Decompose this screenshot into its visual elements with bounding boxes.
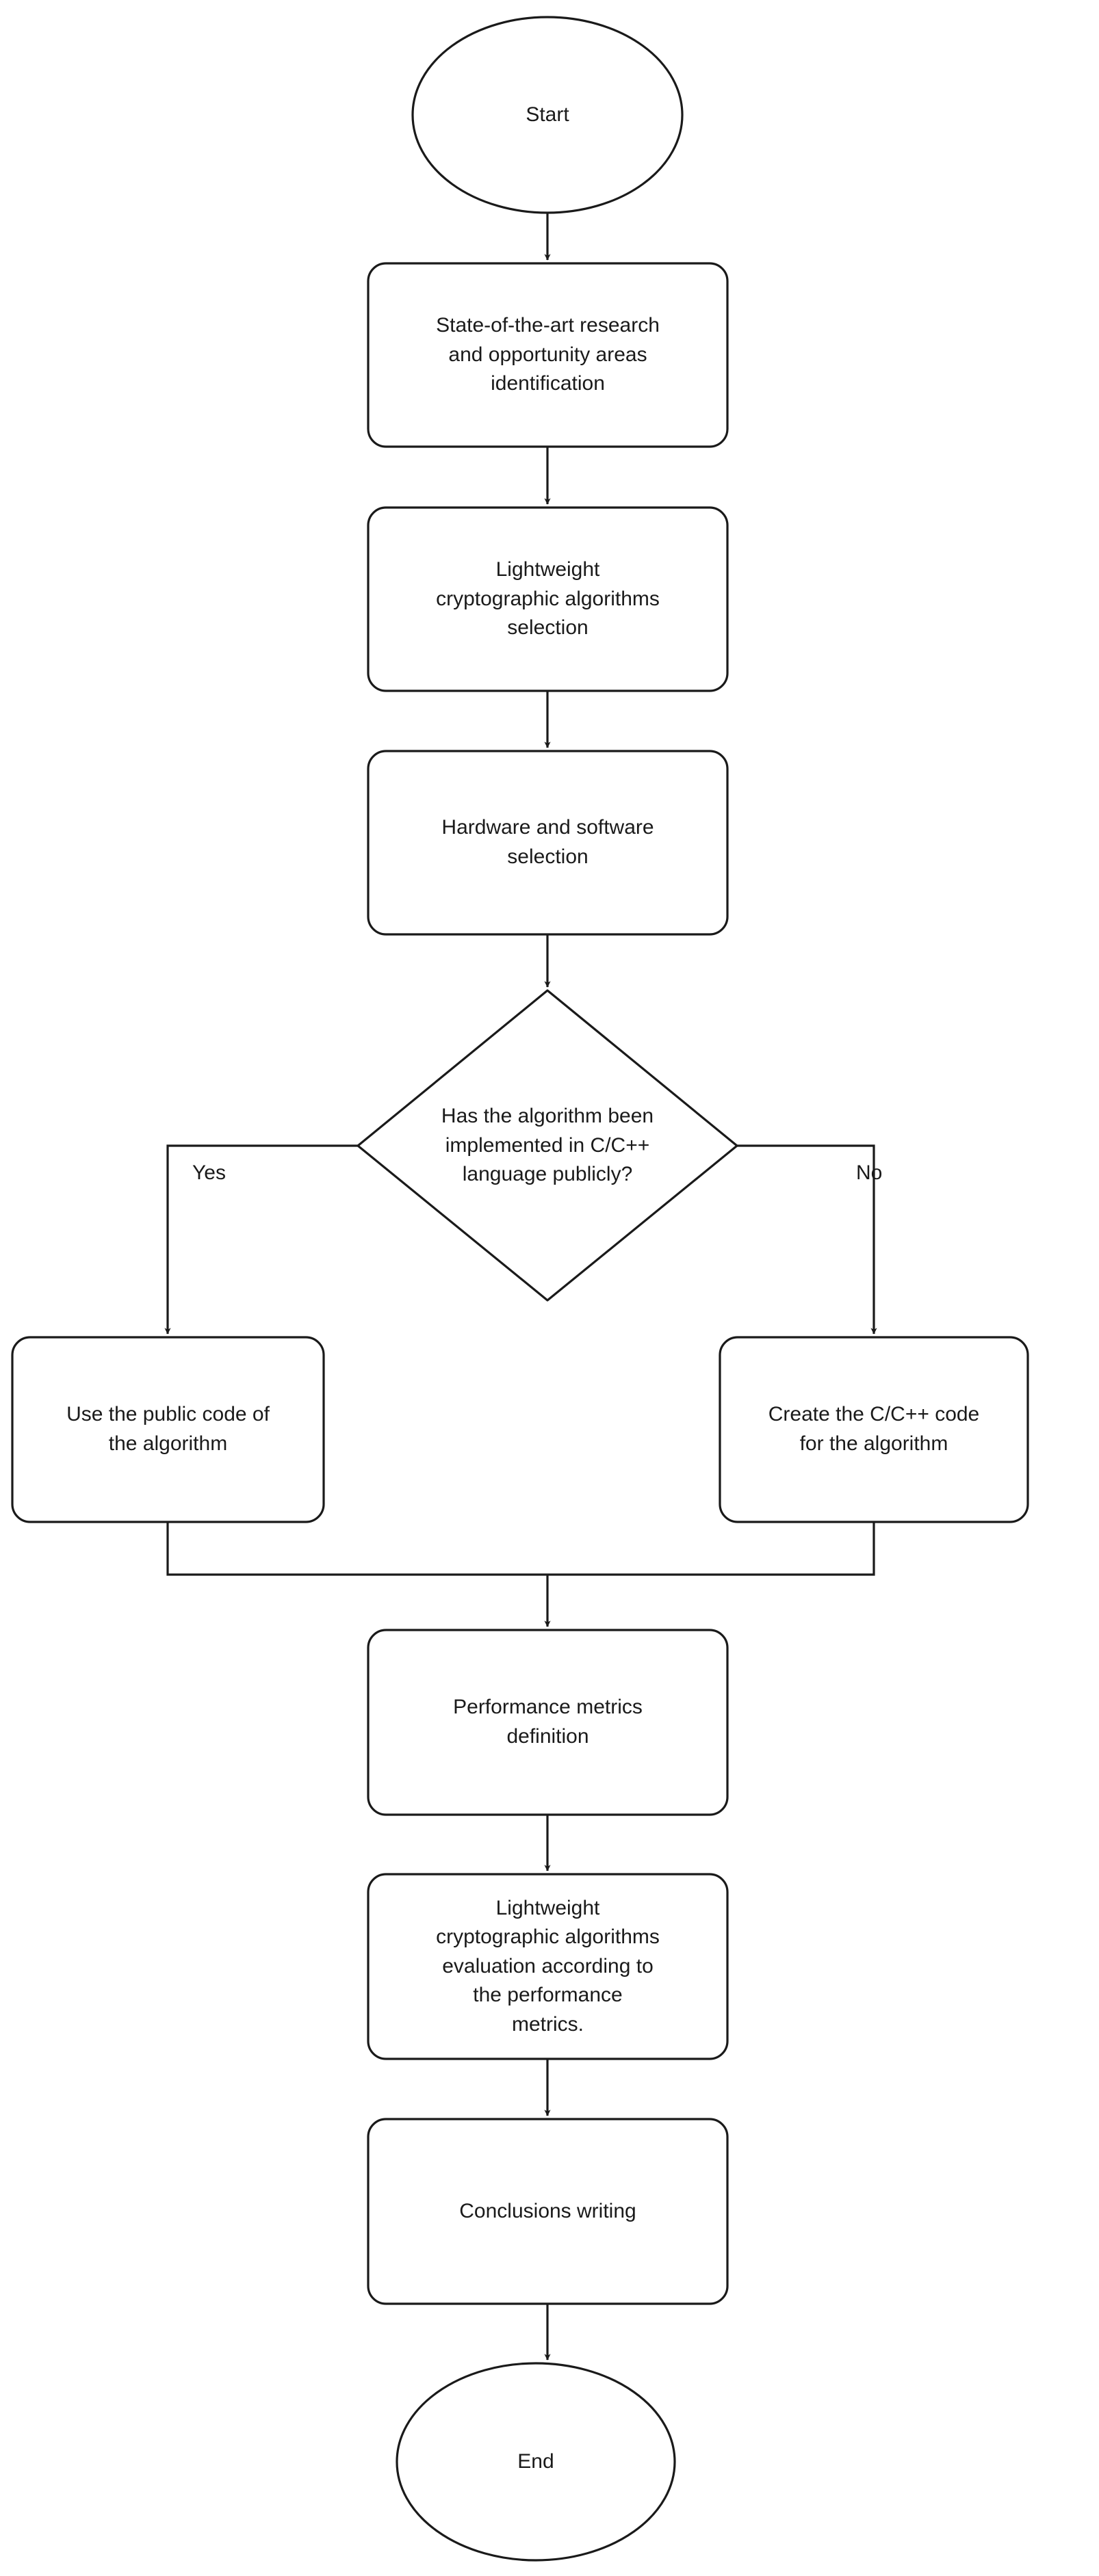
connector-create-code-to-merge bbox=[547, 1522, 875, 1576]
node-shape-metrics-definition[interactable] bbox=[367, 1629, 729, 1816]
node-shape-decision[interactable] bbox=[357, 989, 738, 1302]
edge-label-yes: Yes bbox=[192, 1161, 226, 1184]
node-shape-algorithm-selection[interactable] bbox=[367, 506, 729, 692]
node-shape-evaluation[interactable] bbox=[367, 1873, 729, 2060]
node-shape-conclusions[interactable] bbox=[367, 2118, 729, 2305]
node-shape-start[interactable] bbox=[411, 16, 684, 214]
node-shape-hw-sw-selection[interactable] bbox=[367, 750, 729, 936]
edge-label-no: No bbox=[856, 1161, 883, 1184]
node-shape-research[interactable] bbox=[367, 262, 729, 448]
node-shape-use-public-code[interactable] bbox=[11, 1336, 325, 1523]
node-shape-end[interactable] bbox=[396, 2362, 676, 2562]
connector-use-public-code-to-merge bbox=[166, 1522, 547, 1576]
connector-decision-no-to-create-code bbox=[737, 1144, 877, 1335]
node-shape-create-code[interactable] bbox=[719, 1336, 1029, 1523]
connector-decision-yes-to-use-public-code bbox=[164, 1144, 358, 1335]
